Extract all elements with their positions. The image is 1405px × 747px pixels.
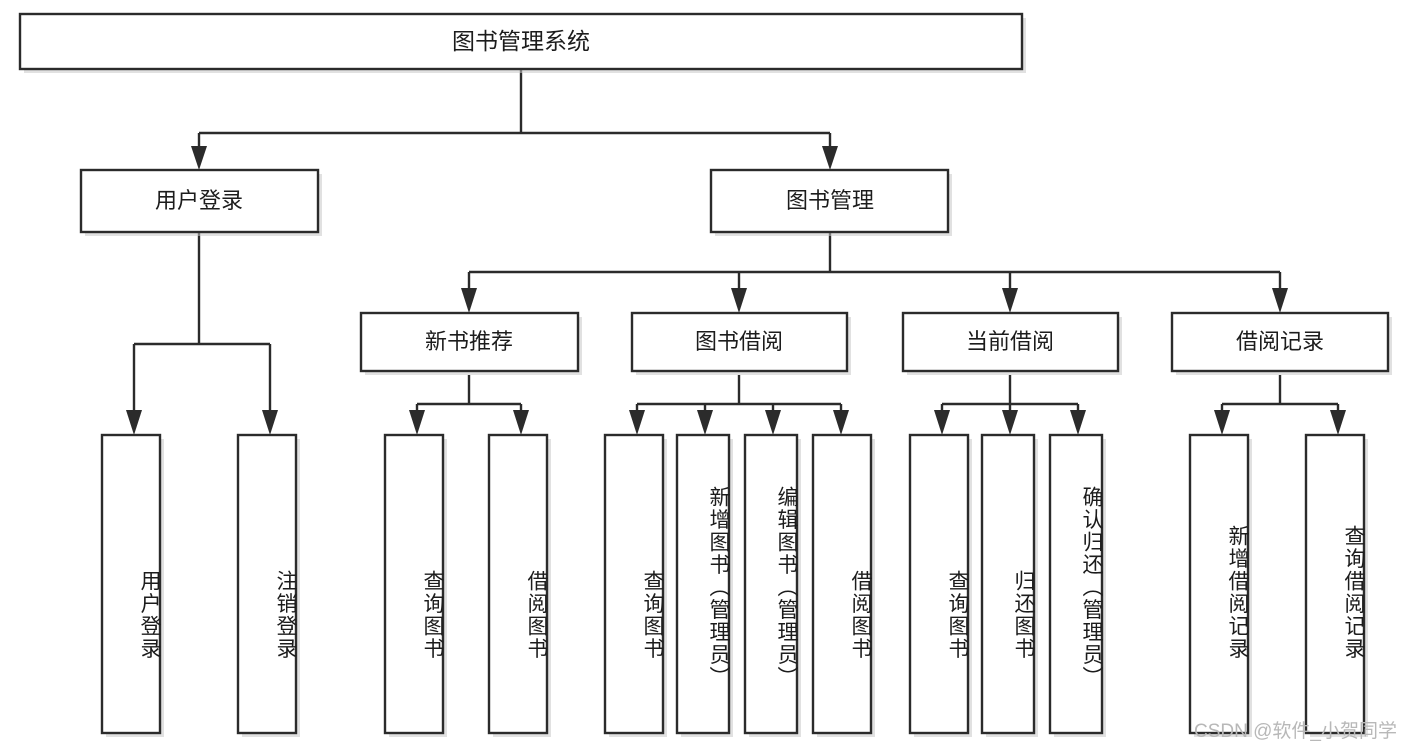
node-label-user-login: 用户登录 [155,188,243,213]
leaf-node-newbook-query[interactable] [383,433,447,737]
connector-newbook-to-leaves [409,375,529,435]
connector-bookmgmt-to-level3 [461,232,1288,313]
connector-currentborrow-to-leaves [934,375,1086,435]
leaf-node-currentborrow-query[interactable] [908,433,972,737]
leaf-node-user-login-login[interactable] [100,433,164,737]
node-root-system[interactable]: 图书管理系统 [18,12,1026,73]
leaf-node-newbook-borrow[interactable] [487,433,551,737]
node-current-borrow[interactable]: 当前借阅 [901,311,1122,375]
node-label-root: 图书管理系统 [452,28,590,54]
leaf-node-borrowrecord-add[interactable] [1188,433,1252,737]
leaf-node-bookborrow-borrow[interactable] [811,433,875,737]
leaf-node-bookborrow-edit[interactable] [743,433,801,737]
leaf-node-borrowrecord-query[interactable] [1304,433,1368,737]
node-new-book-recommend[interactable]: 新书推荐 [359,311,582,375]
node-user-login[interactable]: 用户登录 [79,168,322,236]
node-borrow-record[interactable]: 借阅记录 [1170,311,1392,375]
node-book-borrow[interactable]: 图书借阅 [630,311,851,375]
node-label-borrow-record: 借阅记录 [1236,329,1324,354]
node-label-book-borrow: 图书借阅 [695,329,783,354]
node-label-current-borrow: 当前借阅 [966,329,1054,354]
leaf-node-currentborrow-return[interactable] [980,433,1038,737]
node-label-new-book-recommend: 新书推荐 [425,329,513,354]
leaf-node-user-login-logout[interactable] [236,433,300,737]
leaf-node-bookborrow-query[interactable] [603,433,667,737]
csdn-watermark: CSDN @软件_小贺同学 [1194,721,1397,742]
connector-borrowrecord-to-leaves [1214,375,1346,435]
leaf-node-currentborrow-confirm[interactable] [1048,433,1106,737]
connector-root-to-level2 [191,69,838,170]
leaf-node-bookborrow-add[interactable] [675,433,733,737]
node-book-management[interactable]: 图书管理 [709,168,952,236]
connector-bookborrow-to-leaves [629,375,849,435]
connector-userlogin-to-leaves [126,232,278,435]
node-label-book-management: 图书管理 [786,188,874,213]
